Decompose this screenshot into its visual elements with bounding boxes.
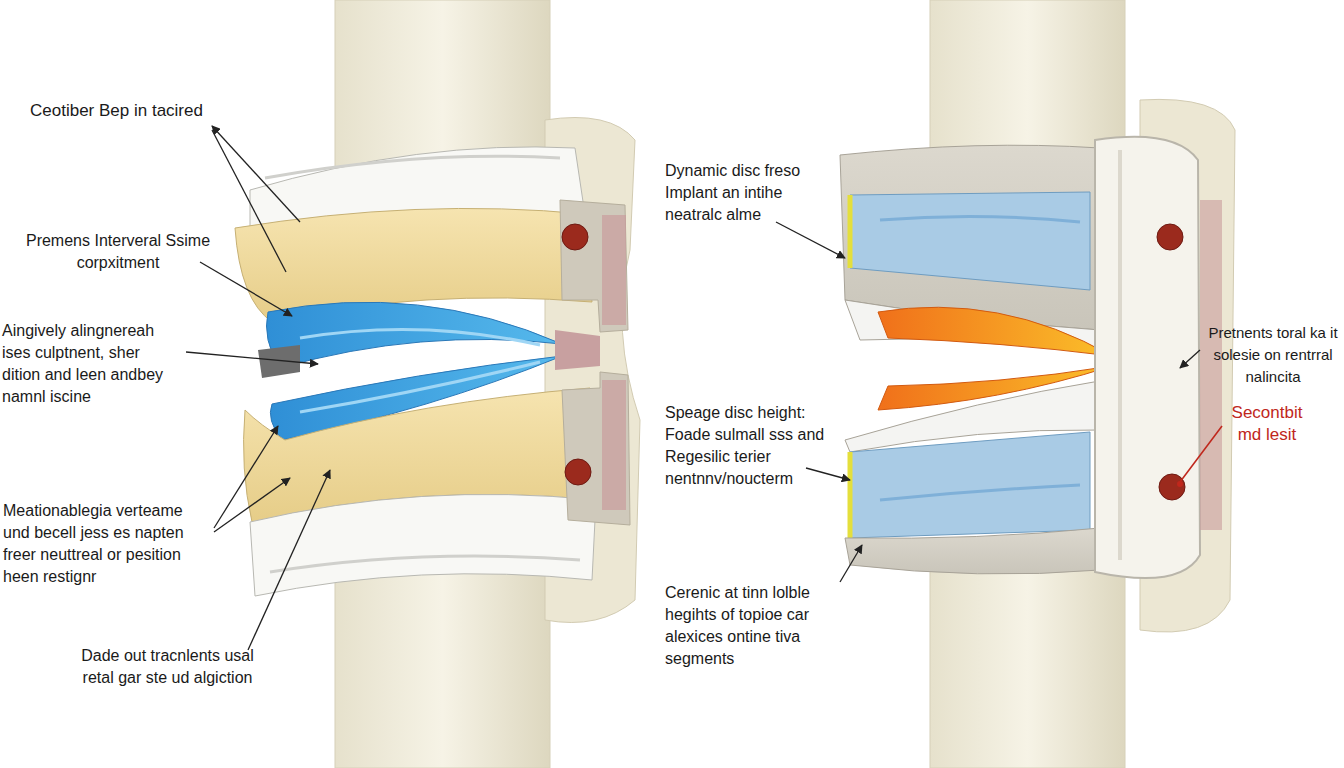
- callout-label: Cerenic at tinn lolble hegihts of topioe…: [665, 582, 837, 670]
- callout-label: Ceotiber Bep in tacired: [30, 100, 245, 122]
- callout-label: Pretnents toral ka it solesie on rentrra…: [1206, 322, 1340, 388]
- callout-label: Aingively alingnereah ises culptnent, sh…: [2, 320, 180, 408]
- callout-label: Meationablegia verteame und becell jess …: [3, 500, 208, 588]
- spine-segment-right: [840, 0, 1235, 768]
- leader-lines: [186, 126, 1200, 650]
- callout-label: Dynamic disc freso Implant an intihe nea…: [665, 160, 815, 226]
- callout-label: Premens Interveral Ssime corpxitment: [18, 230, 218, 274]
- callout-label: Dade out tracnlents usal retal gar ste u…: [80, 645, 255, 689]
- red-callout-line: [1177, 426, 1222, 487]
- callout-label: Secontbit md lesit: [1225, 402, 1309, 446]
- callout-label: Speage disc height: Foade sulmall sss an…: [665, 402, 843, 490]
- spine-segment-left: [235, 0, 640, 768]
